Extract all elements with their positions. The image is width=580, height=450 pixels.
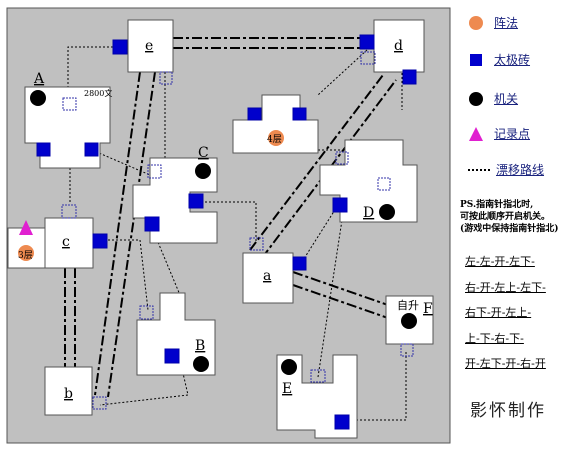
formation-square bbox=[159, 71, 173, 85]
formation-square bbox=[61, 204, 77, 219]
floor4-label: 4层 bbox=[267, 134, 282, 145]
mechanism-circle bbox=[379, 204, 395, 220]
ps-note: PS.指南针指北时, 可按此顺序开启机关。 (游戏中保持指南针指北) bbox=[460, 199, 580, 235]
label-e: e bbox=[145, 38, 153, 54]
record-point-icon bbox=[469, 126, 483, 141]
ps-line-3: (游戏中保持指南针指北) bbox=[460, 224, 559, 234]
route-e-b bbox=[94, 71, 141, 396]
drift-route bbox=[154, 234, 181, 296]
room-b bbox=[44, 366, 93, 416]
mechanism-icon bbox=[469, 91, 483, 106]
formation-circle bbox=[18, 245, 34, 261]
mechanisms bbox=[30, 90, 417, 375]
sequence-step-2: 右-开-左上-左下- bbox=[465, 281, 546, 294]
taiji-brick bbox=[36, 142, 51, 157]
taiji-brick bbox=[84, 142, 99, 157]
taiji-bricks bbox=[36, 34, 417, 430]
price-label: 2800文 bbox=[84, 88, 112, 98]
label-d: d bbox=[394, 38, 403, 54]
label-B: B bbox=[195, 338, 205, 354]
formation-circle bbox=[268, 130, 284, 146]
route-a-f bbox=[292, 271, 389, 306]
taiji-brick bbox=[247, 107, 262, 121]
legend-formation: 阵法 bbox=[468, 14, 518, 31]
formation-square bbox=[249, 237, 264, 251]
room-e bbox=[127, 19, 174, 73]
legend-tile-label: 太极砖 bbox=[494, 53, 531, 67]
taiji-brick bbox=[188, 193, 204, 209]
route-a-d bbox=[261, 79, 397, 259]
mechanism-circle bbox=[401, 313, 417, 329]
floor3-label: 3层 bbox=[18, 250, 33, 261]
drift-route bbox=[108, 239, 149, 311]
author-credit: 影怀制作 bbox=[470, 401, 546, 421]
drift-route bbox=[67, 46, 113, 91]
drift-route bbox=[317, 219, 343, 378]
formation-square bbox=[400, 343, 414, 357]
formation-square bbox=[92, 396, 107, 410]
room-a bbox=[242, 252, 294, 304]
formation-square bbox=[62, 97, 77, 111]
drift-route bbox=[317, 49, 368, 96]
drift-route-icon bbox=[468, 168, 492, 171]
drift-route bbox=[205, 201, 257, 243]
mechanism-circle bbox=[193, 356, 209, 372]
drift-route bbox=[350, 352, 407, 421]
legend-formation-label: 阵法 bbox=[494, 16, 519, 30]
taiji-brick bbox=[359, 34, 375, 50]
legend-mechanism-label: 机关 bbox=[494, 92, 519, 106]
taiji-brick bbox=[292, 107, 307, 121]
ascend-label: 自升 bbox=[397, 299, 419, 312]
legend-drift: 漂移路线 bbox=[468, 161, 544, 178]
sequence-step-1: 左-左-开-左下- bbox=[465, 255, 535, 268]
formation-circles bbox=[18, 130, 284, 261]
formation-square bbox=[377, 177, 391, 191]
taiji-brick bbox=[334, 414, 350, 430]
taiji-brick bbox=[402, 69, 417, 85]
taiji-brick bbox=[292, 256, 307, 271]
formation-square bbox=[147, 164, 162, 179]
label-C: C bbox=[198, 145, 209, 161]
formation-square bbox=[310, 369, 326, 383]
label-D: D bbox=[363, 205, 374, 221]
label-b: b bbox=[64, 386, 73, 402]
mechanism-circle bbox=[195, 163, 211, 179]
taiji-brick bbox=[144, 216, 160, 232]
label-a: a bbox=[263, 268, 271, 284]
formation-square bbox=[360, 51, 376, 65]
mechanism-circle bbox=[30, 90, 46, 106]
legend-tile: 太极砖 bbox=[468, 51, 530, 68]
room-B bbox=[136, 292, 216, 376]
label-c: c bbox=[62, 234, 70, 250]
route-e-b bbox=[107, 71, 156, 398]
legend-mechanism: 机关 bbox=[468, 90, 518, 107]
ps-line-2: 可按此顺序开启机关。 bbox=[460, 212, 551, 222]
taiji-brick bbox=[92, 233, 108, 249]
sequence-step-3: 右下-开-左上- bbox=[465, 306, 532, 319]
main-routes bbox=[64, 37, 397, 398]
route-a-d bbox=[249, 74, 384, 251]
formation-icon bbox=[469, 15, 483, 30]
formation-squares bbox=[61, 51, 414, 410]
formation-square bbox=[335, 151, 349, 165]
route-a-f bbox=[292, 284, 389, 319]
taiji-brick bbox=[332, 197, 348, 213]
sequence-step-5: 开-左下-开-右-开 bbox=[465, 357, 546, 370]
label-F: F bbox=[423, 301, 433, 317]
legend-record: 记录点 bbox=[468, 125, 530, 142]
mechanism-circle bbox=[281, 359, 297, 375]
legend-drift-label: 漂移路线 bbox=[496, 163, 545, 177]
label-E: E bbox=[282, 381, 292, 397]
legend-record-label: 记录点 bbox=[494, 127, 531, 141]
record-point-triangle bbox=[19, 220, 33, 235]
formation-square bbox=[139, 305, 154, 320]
sequence-step-4: 上-下-右-下- bbox=[465, 332, 524, 345]
taiji-brick-icon bbox=[470, 53, 482, 66]
label-A: A bbox=[33, 71, 45, 87]
taiji-brick bbox=[164, 348, 180, 364]
room-labels: e d A C D c a B F b E bbox=[33, 38, 433, 402]
ps-line-1: PS.指南针指北时, bbox=[460, 200, 534, 210]
taiji-brick bbox=[112, 39, 128, 55]
